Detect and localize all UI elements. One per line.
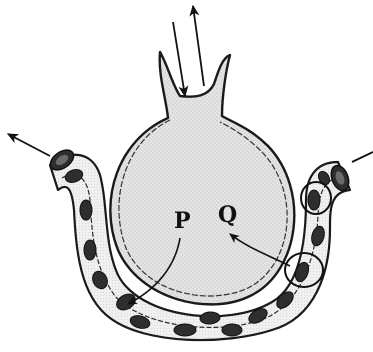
blood-cell <box>222 324 242 336</box>
blood-out-arrow <box>8 134 50 156</box>
airflow-arrows <box>173 6 204 96</box>
blood-cell <box>80 200 92 220</box>
air-out-arrow <box>193 6 204 86</box>
alveolus <box>110 52 294 304</box>
blood-cell <box>84 240 96 260</box>
blood-cell <box>174 324 196 336</box>
blood-in-arrow <box>352 152 373 162</box>
label-q: Q <box>218 202 237 228</box>
blood-cell <box>308 190 320 210</box>
label-p: P <box>174 208 191 234</box>
